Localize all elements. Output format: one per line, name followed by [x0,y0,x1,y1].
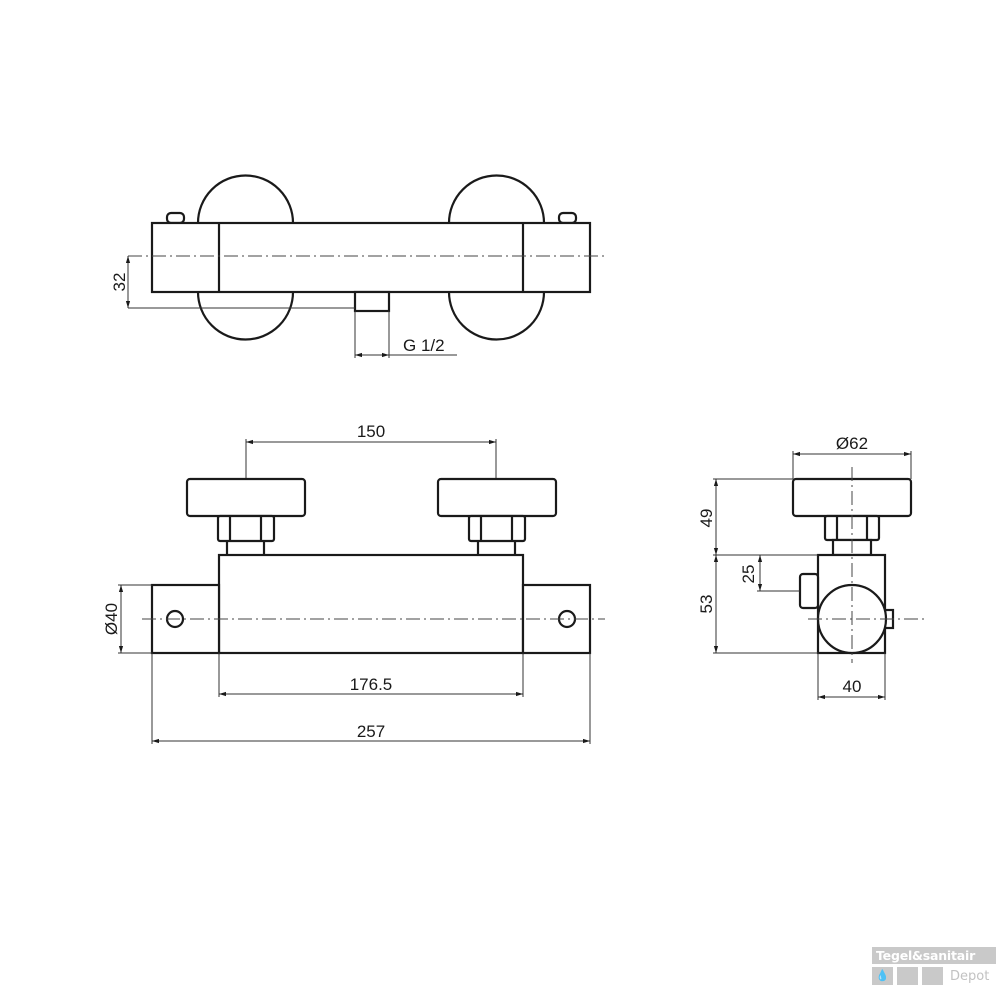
left-plate-top-arc [196,174,295,224]
top-body [150,221,592,294]
right-handle [436,477,558,518]
outlet-thread [353,290,391,313]
dim-d62: Ø62 [836,434,868,453]
dim-150: 150 [357,422,385,441]
dim-40: 40 [843,677,862,696]
logo-square [922,967,943,985]
right-plate-top-arc [447,174,546,224]
left-handle [185,477,307,518]
side-view: Ø62 49 25 53 40 [697,434,928,700]
top-view: 32 G 1/2 [110,174,605,358]
dim-25: 25 [739,565,758,584]
right-plate-bottom-arc [447,291,546,341]
dim-176-5: 176.5 [350,675,393,694]
left-pin [165,211,186,225]
front-view: 150 Ø40 176.5 257 [102,422,605,744]
dim-32: 32 [110,273,129,292]
logo-square [897,967,918,985]
dim-g12: G 1/2 [403,336,445,355]
front-body [217,553,525,655]
dim-d40: Ø40 [102,603,121,635]
left-plate-bottom-arc [196,291,295,341]
watermark-logo: Tegel&sanitair 💧 Depot [872,947,996,985]
dim-53: 53 [697,595,716,614]
dim-257: 257 [357,722,385,741]
water-drop-icon: 💧 [872,967,893,985]
watermark-brand-top: Tegel&sanitair [872,947,996,964]
side-outlet [798,572,820,610]
right-pin [557,211,578,225]
watermark-brand-bottom: Depot [950,968,990,984]
dim-49: 49 [697,509,716,528]
